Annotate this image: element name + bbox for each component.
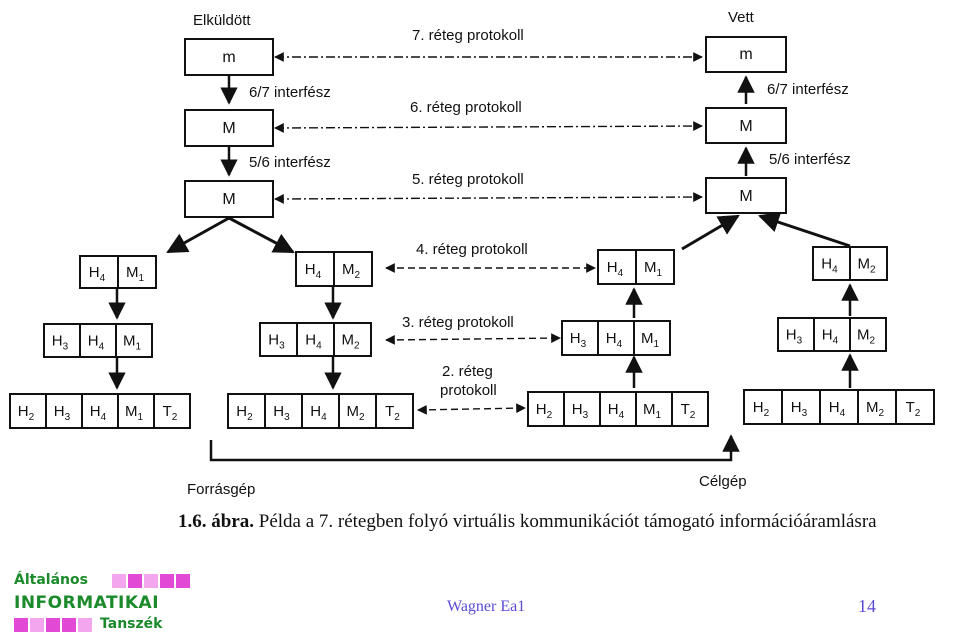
protocol-line-3 (385, 333, 561, 345)
receiver-layer7-box: m (705, 36, 787, 73)
logo-line-1: Általános (14, 572, 88, 588)
cell-H3: H3 (52, 333, 69, 353)
cell-H4: H4 (310, 403, 327, 423)
sender-a-layer2-box: H2 H3 H4 M1 T2 (9, 393, 191, 429)
receiver-b-layer3-box: H3 H4 M2 (777, 317, 887, 352)
cell-M2: M2 (857, 256, 876, 276)
protocol-line-2 (417, 403, 526, 415)
sender-b-layer2-box: H2 H3 H4 M2 T2 (227, 393, 414, 429)
cell-M1: M1 (644, 259, 663, 279)
cell-H4: H4 (606, 330, 623, 350)
interface-label-67-sender: 6/7 interfész (249, 84, 331, 101)
cell-M-sender-6: M (222, 120, 235, 137)
split-arrow-right (228, 216, 295, 254)
cell-T2: T2 (906, 399, 921, 419)
cell-H4: H4 (822, 327, 839, 347)
receiver-a-layer3-box: H3 H4 M1 (561, 320, 671, 356)
figure-caption: 1.6. ábra. Példa a 7. rétegben folyó vir… (178, 510, 878, 534)
cell-H4: H4 (608, 401, 625, 421)
department-logo: Általános INFORMATIKAI Tanszék (14, 572, 194, 636)
receiver-b-layer4-box: H4 M2 (812, 246, 888, 281)
cell-H3: H3 (570, 330, 587, 350)
logo-line-3: Tanszék (100, 616, 163, 632)
sender-layer6-box: M (184, 109, 274, 147)
sender-b-layer4-box: H4 M2 (295, 251, 373, 287)
interface-label-56-sender: 5/6 interfész (249, 154, 331, 171)
page-number: 14 (858, 596, 876, 616)
cell-H4: H4 (829, 399, 846, 419)
cell-H4: H4 (305, 261, 322, 281)
cell-H3: H3 (268, 332, 285, 352)
protocol-label-5: 5. réteg protokoll (412, 171, 524, 188)
protocol-label-4: 4. réteg protokoll (416, 241, 528, 258)
cell-M1: M1 (641, 330, 660, 350)
cell-M1: M1 (125, 403, 144, 423)
protocol-line-5 (274, 192, 703, 204)
cell-H2: H2 (236, 403, 253, 423)
cell-H3: H3 (273, 403, 290, 423)
receiver-a-layer4-box: H4 M1 (597, 249, 675, 285)
receiver-a-layer2-box: H2 H3 H4 M1 T2 (527, 391, 709, 427)
cell-H2: H2 (536, 401, 553, 421)
cell-H2: H2 (753, 399, 770, 419)
sender-label: Elküldött (193, 12, 251, 29)
logo-line-2: INFORMATIKAI (14, 593, 160, 613)
split-arrow-left (166, 216, 230, 254)
protocol-line-6 (274, 121, 703, 133)
cell-T2: T2 (681, 401, 696, 421)
cell-M2: M2 (346, 403, 365, 423)
cell-M1: M1 (643, 401, 662, 421)
protocol-label-2a: 2. réteg (442, 363, 493, 380)
cell-T2: T2 (163, 403, 178, 423)
cell-M1: M1 (123, 333, 142, 353)
cell-H4: H4 (305, 332, 322, 352)
footer-author: Wagner Ea1 (447, 598, 526, 615)
cell-M2: M2 (341, 332, 360, 352)
protocol-label-3: 3. réteg protokoll (402, 314, 514, 331)
osi-flow-diagram: Elküldött Vett m m 7. réteg protokoll 6/… (9, 9, 935, 498)
interface-label-67-receiver: 6/7 interfész (767, 81, 849, 98)
cell-H2: H2 (18, 403, 35, 423)
cell-M-sender-5: M (222, 191, 235, 208)
receiver-layer6-box: M (705, 107, 787, 144)
cell-H3: H3 (786, 327, 803, 347)
physical-medium-bracket (209, 440, 733, 462)
cell-M2: M2 (857, 327, 876, 347)
cell-H4: H4 (88, 333, 105, 353)
interface-label-56-receiver: 5/6 interfész (769, 151, 851, 168)
receiver-b-layer2-box: H2 H3 H4 M2 T2 (743, 389, 935, 425)
figure-caption-text: Példa a 7. rétegben folyó virtuális komm… (258, 511, 877, 532)
cell-H3: H3 (572, 401, 589, 421)
protocol-label-6: 6. réteg protokoll (410, 99, 522, 116)
cell-M2: M2 (866, 399, 885, 419)
cell-H3: H3 (54, 403, 71, 423)
sender-a-layer3-box: H3 H4 M1 (43, 323, 153, 358)
protocol-label-7: 7. réteg protokoll (412, 27, 524, 44)
cell-M2: M2 (342, 261, 361, 281)
merge-arrow-right (758, 212, 851, 248)
source-machine-label: Forrásgép (187, 481, 255, 498)
sender-a-layer4-box: H4 M1 (79, 255, 157, 289)
protocol-label-2b: protokoll (440, 382, 497, 399)
cell-H4: H4 (90, 403, 107, 423)
cell-M1: M1 (126, 264, 145, 284)
cell-M-receiver-5: M (739, 188, 752, 205)
merge-arrow-left (681, 214, 740, 251)
sender-layer7-box: m (184, 38, 274, 76)
figure-caption-label: 1.6. ábra. (178, 511, 254, 532)
sender-layer5-box: M (184, 180, 274, 218)
cell-H3: H3 (791, 399, 808, 419)
cell-m-sender: m (222, 49, 235, 66)
cell-H4: H4 (821, 256, 838, 276)
cell-T2: T2 (385, 403, 400, 423)
cell-H4: H4 (607, 259, 624, 279)
receiver-layer5-box: M (705, 177, 787, 214)
receiver-label: Vett (728, 9, 755, 26)
cell-M-receiver-6: M (739, 118, 752, 135)
target-machine-label: Célgép (699, 473, 747, 490)
cell-m-receiver: m (739, 46, 752, 63)
cell-H4: H4 (89, 264, 106, 284)
sender-b-layer3-box: H3 H4 M2 (259, 322, 372, 357)
